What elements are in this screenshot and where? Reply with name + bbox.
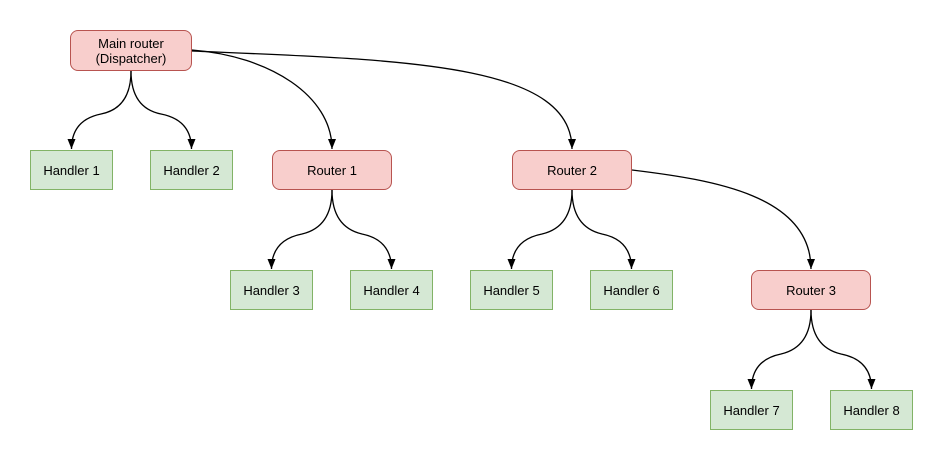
node-handler-8-label: Handler 8 [843,402,900,418]
node-handler-2-label: Handler 2 [163,162,220,178]
node-handler-4: Handler 4 [350,270,433,310]
edge-router-1-to-handler-3 [267,189,333,270]
edge-main-router-to-handler-1 [67,70,132,150]
node-handler-5: Handler 5 [470,270,553,310]
node-handler-6-label: Handler 6 [603,282,660,298]
node-main-router-line2: (Dispatcher) [95,50,167,66]
edge-router-3-to-handler-7 [747,309,812,390]
node-handler-7-label: Handler 7 [723,402,780,418]
edge-router-2-to-handler-5 [507,189,573,270]
node-handler-1-label: Handler 1 [43,162,100,178]
node-handler-2: Handler 2 [150,150,233,190]
edge-router-3-to-handler-8 [810,309,876,390]
node-router-1-label: Router 1 [307,162,357,178]
node-handler-4-label: Handler 4 [363,282,420,298]
edge-main-router-to-router-1 [191,49,336,150]
node-router-2-label: Router 2 [547,162,597,178]
node-handler-6: Handler 6 [590,270,673,310]
node-router-2: Router 2 [512,150,632,190]
edge-main-router-to-handler-2 [130,70,196,150]
node-handler-8: Handler 8 [830,390,913,430]
node-main-router-label: Main router (Dispatcher) [96,36,167,66]
node-main-router: Main router (Dispatcher) [70,30,192,71]
node-router-1: Router 1 [272,150,392,190]
edge-router-2-to-handler-6 [571,189,636,270]
node-handler-7: Handler 7 [710,390,793,430]
node-handler-5-label: Handler 5 [483,282,540,298]
node-main-router-line1: Main router [98,35,164,51]
edge-main-router-to-router-2 [191,50,576,150]
node-handler-3: Handler 3 [230,270,313,310]
node-router-3-label: Router 3 [786,282,836,298]
node-handler-1: Handler 1 [30,150,113,190]
node-handler-3-label: Handler 3 [243,282,300,298]
edge-router-1-to-handler-4 [331,189,396,270]
edge-router-2-to-router-3 [631,169,815,270]
node-router-3: Router 3 [751,270,871,310]
